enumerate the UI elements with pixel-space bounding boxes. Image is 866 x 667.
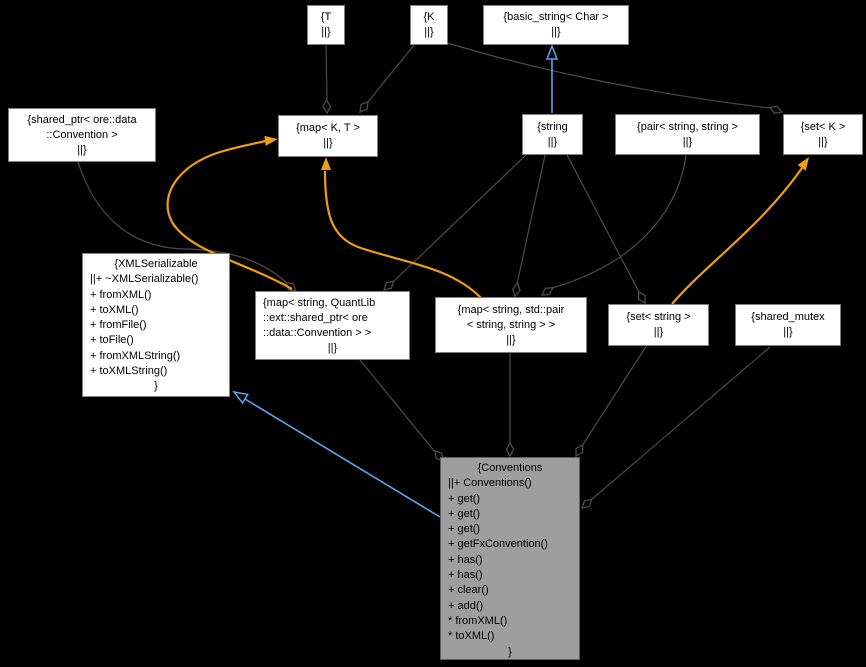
aggregation-diamond-icon bbox=[540, 286, 554, 296]
node-xml-serializable-label-line: ||+ ~XMLSerializable() bbox=[90, 273, 199, 286]
aggregation-diamond-icon bbox=[359, 100, 369, 114]
node-xml-serializable-label-line: + toXMLString() bbox=[90, 365, 168, 378]
node-string-label-line: {string bbox=[537, 120, 568, 133]
node-set-k-label-line: {set< K > bbox=[800, 120, 846, 133]
node-set-string[interactable]: {set< string > ||} bbox=[608, 304, 709, 346]
node-conventions-label-line: {Conventions bbox=[477, 462, 543, 474]
edge-shared-ptr-to-map-conv bbox=[77, 161, 288, 284]
aggregation-diamond-icon bbox=[768, 105, 784, 115]
node-shared-ptr-label-line: ::Convention > bbox=[46, 128, 118, 141]
node-xml-serializable-label-line: } bbox=[154, 380, 158, 393]
node-t-label-line: {T bbox=[320, 11, 332, 23]
inheritance-arrowhead-icon bbox=[545, 43, 559, 60]
edge-t-to-map-kt bbox=[325, 44, 328, 101]
edge-set-string-to-conventions bbox=[581, 344, 648, 447]
aggregation-diamond-icon bbox=[637, 290, 646, 305]
aggregation-diamond-icon bbox=[575, 443, 584, 458]
node-t-label-line: ||} bbox=[321, 26, 331, 38]
node-pair-label-line: {pair< string, string > bbox=[637, 120, 738, 133]
template-arrowhead-icon bbox=[264, 135, 278, 146]
node-conventions-label-line: + get() bbox=[448, 492, 481, 505]
node-k-label-line: ||} bbox=[424, 26, 434, 38]
node-set-k-label-line: ||} bbox=[818, 135, 828, 148]
node-conventions-label-line: + has() bbox=[448, 569, 483, 582]
node-pair-label-line: ||} bbox=[682, 135, 693, 148]
node-basic-string-label-line: {basic_string< Char > bbox=[503, 11, 609, 23]
node-conventions-label-line: + add() bbox=[448, 599, 484, 612]
node-conventions-label-line: + clear() bbox=[448, 584, 489, 597]
node-conventions-label-line: + has() bbox=[448, 553, 483, 566]
node-shared-ptr-label-line: {shared_ptr< ore::data bbox=[27, 113, 137, 126]
node-map-conv-label-line: {map< string, QuantLib bbox=[263, 296, 376, 309]
node-xml-serializable-label-line: {XMLSerializable bbox=[114, 258, 198, 270]
node-map-kt[interactable]: {map< K, T > ||} bbox=[278, 115, 378, 157]
node-map-kt-label-line: {map< K, T > bbox=[296, 122, 360, 134]
edge-string-to-map-conv bbox=[392, 154, 527, 283]
aggregation-diamond-icon bbox=[505, 441, 515, 458]
node-conventions-label-line: } bbox=[508, 645, 512, 658]
node-conventions-label-line: ||+ Conventions() bbox=[448, 477, 532, 490]
node-set-k[interactable]: {set< K > ||} bbox=[783, 114, 863, 155]
node-shared-mutex-label-line: {shared_mutex bbox=[751, 311, 825, 323]
edge-map-pair-to-map-kt bbox=[323, 170, 482, 299]
edge-string-to-set-string bbox=[566, 154, 640, 293]
node-conventions-label-line: + get() bbox=[448, 507, 481, 520]
node-conventions[interactable]: {Conventions ||+ Conventions() + get() + ge… bbox=[440, 457, 580, 660]
aggregation-diamond-icon bbox=[285, 281, 297, 292]
node-k-label-line: {K bbox=[423, 11, 435, 23]
node-xml-serializable-label-line: + toFile() bbox=[90, 334, 134, 347]
node-map-kt-label-line: ||} bbox=[323, 137, 333, 149]
node-map-conv-label-line: ::data::Convention > > bbox=[263, 326, 372, 339]
node-t[interactable]: {T ||} bbox=[307, 5, 345, 45]
edge-pair-to-map-pair bbox=[551, 154, 687, 289]
node-map-conv[interactable]: {map< string, QuantLib::ext::shared_ptr<… bbox=[255, 291, 410, 360]
inheritance-arrowhead-icon bbox=[232, 390, 249, 405]
node-map-conv-label-line: ||} bbox=[327, 341, 338, 354]
node-string-label-line: ||} bbox=[547, 135, 558, 148]
aggregation-diamond-icon bbox=[511, 282, 521, 298]
node-basic-string-label-line: ||} bbox=[551, 26, 561, 38]
node-xml-serializable-label-line: + fromXMLString() bbox=[90, 349, 181, 362]
node-conventions-label-line: + getFxConvention() bbox=[448, 538, 548, 551]
edge-shared-mutex-to-conventions bbox=[590, 346, 771, 501]
edge-map-conv-to-conventions bbox=[359, 359, 436, 453]
aggregation-diamond-icon bbox=[322, 98, 332, 115]
edge-k-to-map-kt bbox=[367, 44, 415, 103]
template-arrowhead-icon bbox=[797, 157, 809, 171]
node-map-pair[interactable]: {map< string, std::pair< string, string … bbox=[435, 297, 587, 353]
node-map-pair-label-line: < string, string > > bbox=[466, 318, 556, 331]
node-conventions-label-line: * fromXML() bbox=[448, 614, 508, 627]
node-map-pair-label-line: ||} bbox=[506, 333, 516, 346]
edge-map-conv-to-map-kt bbox=[166, 139, 293, 290]
node-shared-ptr[interactable]: {shared_ptr< ore::data::Convention >||} bbox=[8, 108, 156, 162]
node-xml-serializable-label-line: + fromFile() bbox=[90, 319, 147, 332]
node-xml-serializable-label-line: + toXML() bbox=[90, 303, 139, 316]
aggregation-diamond-icon bbox=[581, 498, 593, 509]
node-conventions-label-line: + get() bbox=[448, 523, 481, 536]
edge-k-to-set-k bbox=[447, 42, 771, 109]
node-map-pair-label-line: {map< string, std::pair bbox=[457, 303, 565, 316]
node-shared-mutex[interactable]: {shared_mutex ||} bbox=[735, 304, 841, 346]
node-basic-string[interactable]: {basic_string< Char > ||} bbox=[483, 5, 629, 45]
node-set-string-label-line: {set< string > bbox=[626, 311, 691, 323]
node-k[interactable]: {K ||} bbox=[410, 5, 448, 45]
node-shared-ptr-label-line: ||} bbox=[77, 143, 87, 156]
node-map-conv-label-line: ::ext::shared_ptr< ore bbox=[263, 311, 368, 324]
edge-conventions-to-xml-serializable bbox=[244, 398, 441, 518]
edge-string-to-map-pair bbox=[516, 154, 546, 285]
node-pair[interactable]: {pair< string, string > ||} bbox=[615, 114, 760, 155]
template-arrowhead-icon bbox=[321, 157, 331, 170]
node-conventions-label-line: * toXML() bbox=[448, 630, 495, 643]
node-xml-serializable-label-line: + fromXML() bbox=[90, 288, 152, 301]
node-xml-serializable[interactable]: {XMLSerializable ||+ ~XMLSerializable() + … bbox=[82, 253, 230, 397]
aggregation-diamond-icon bbox=[383, 280, 395, 291]
node-shared-mutex-label-line: ||} bbox=[783, 326, 793, 338]
node-set-string-label-line: ||} bbox=[653, 326, 664, 338]
node-string[interactable]: {string ||} bbox=[522, 114, 583, 155]
edge-set-string-to-set-k bbox=[671, 167, 803, 305]
